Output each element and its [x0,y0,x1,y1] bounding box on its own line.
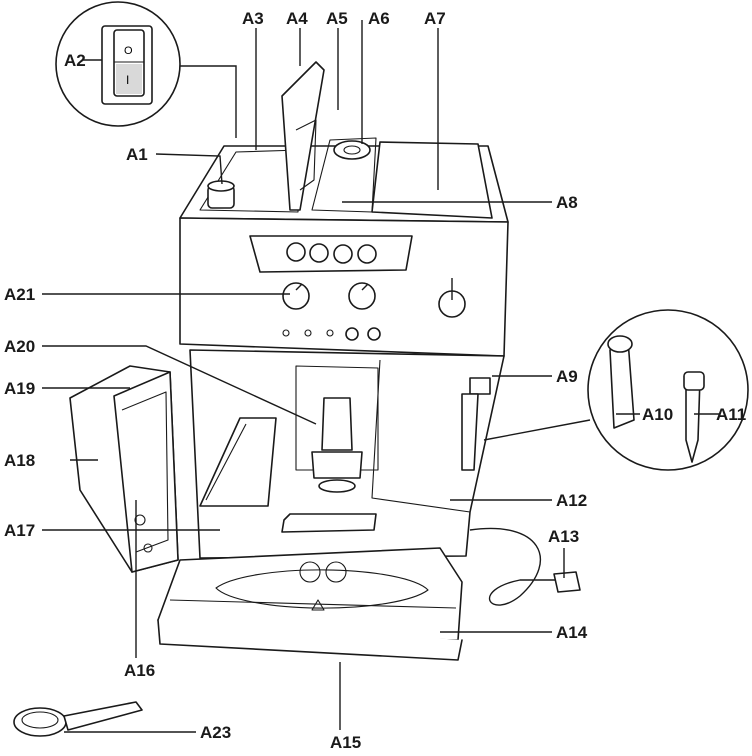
callout-labels: A2 A1 A3 A4 A5 A6 A7 A8 A21 A20 A19 A18 … [4,9,746,752]
label-a15: A15 [330,733,361,752]
steam-nozzle-inset [483,309,749,471]
label-a23: A23 [200,723,231,742]
machine-body [13,61,581,737]
leader-lines [42,20,720,733]
label-a17: A17 [4,521,35,540]
label-a11: A11 [716,405,746,424]
label-a13: A13 [548,527,579,546]
label-a9: A9 [556,367,578,386]
label-a3: A3 [242,9,264,28]
label-a12: A12 [556,491,587,510]
switch-on-glyph: I [126,73,129,87]
label-a6: A6 [368,9,390,28]
label-a1: A1 [126,145,148,164]
label-a4: A4 [286,9,308,28]
label-a7: A7 [424,9,446,28]
label-a8: A8 [556,193,578,212]
switch-inset: O I [55,1,237,138]
label-a5: A5 [326,9,348,28]
label-a19: A19 [4,379,35,398]
label-a2: A2 [64,51,86,70]
switch-off-glyph: O [124,45,133,57]
label-a20: A20 [4,337,35,356]
label-a18: A18 [4,451,35,470]
label-a10: A10 [642,405,673,424]
label-a16: A16 [124,661,155,680]
label-a14: A14 [556,623,588,642]
label-a21: A21 [4,285,35,304]
